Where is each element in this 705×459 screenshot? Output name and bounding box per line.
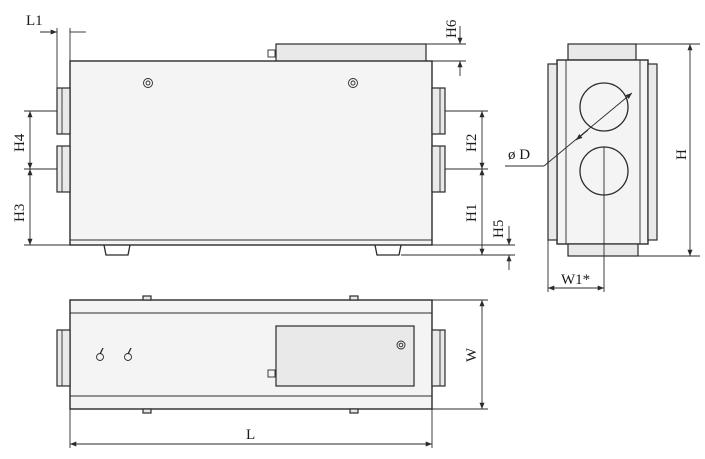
front-dimensions: L1 H6 H4 H3 H2 H1 H5 — [12, 13, 515, 270]
front-view — [56, 43, 446, 256]
side-right-flange — [647, 63, 658, 241]
top-dimensions: W L — [69, 299, 488, 448]
duct-top-circle — [579, 82, 629, 132]
dim-H6: H6 — [444, 19, 460, 38]
side-view — [547, 43, 658, 257]
top-left-spigot — [56, 329, 71, 387]
dim-W1: W1* — [561, 272, 590, 288]
top-right-spigot — [431, 329, 446, 387]
dim-H4: H4 — [12, 133, 28, 152]
right-spigot-bottom — [431, 145, 446, 193]
screw-right-inner — [350, 80, 356, 86]
screw-left — [143, 78, 153, 88]
left-spigot-top — [56, 87, 71, 135]
dim-H1: H1 — [464, 204, 480, 222]
dim-H3: H3 — [12, 204, 28, 222]
foot-right — [374, 244, 402, 256]
side-bottom-box — [567, 243, 639, 257]
screw-right — [348, 78, 358, 88]
screw-left-inner — [145, 80, 151, 86]
right-spigot-top — [431, 87, 446, 135]
dim-H2: H2 — [464, 134, 480, 152]
side-top-box — [567, 43, 637, 61]
dim-D: ø D — [508, 147, 530, 163]
side-body — [556, 59, 649, 245]
dim-L: L — [246, 427, 255, 443]
dim-L1: L1 — [26, 13, 43, 29]
dim-H: H — [674, 149, 690, 160]
dim-W: W — [464, 347, 480, 362]
front-body — [69, 60, 433, 246]
left-spigot-bottom — [56, 145, 71, 193]
top-box-latch — [267, 49, 276, 58]
top-view — [56, 295, 446, 414]
foot-left — [103, 244, 131, 256]
side-dimensions: H ø D W1* — [505, 43, 700, 292]
control-box — [275, 325, 415, 387]
dim-H5: H5 — [491, 220, 507, 238]
top-box — [275, 43, 427, 63]
side-left-flange — [547, 63, 558, 241]
control-knob-icon — [396, 340, 406, 350]
